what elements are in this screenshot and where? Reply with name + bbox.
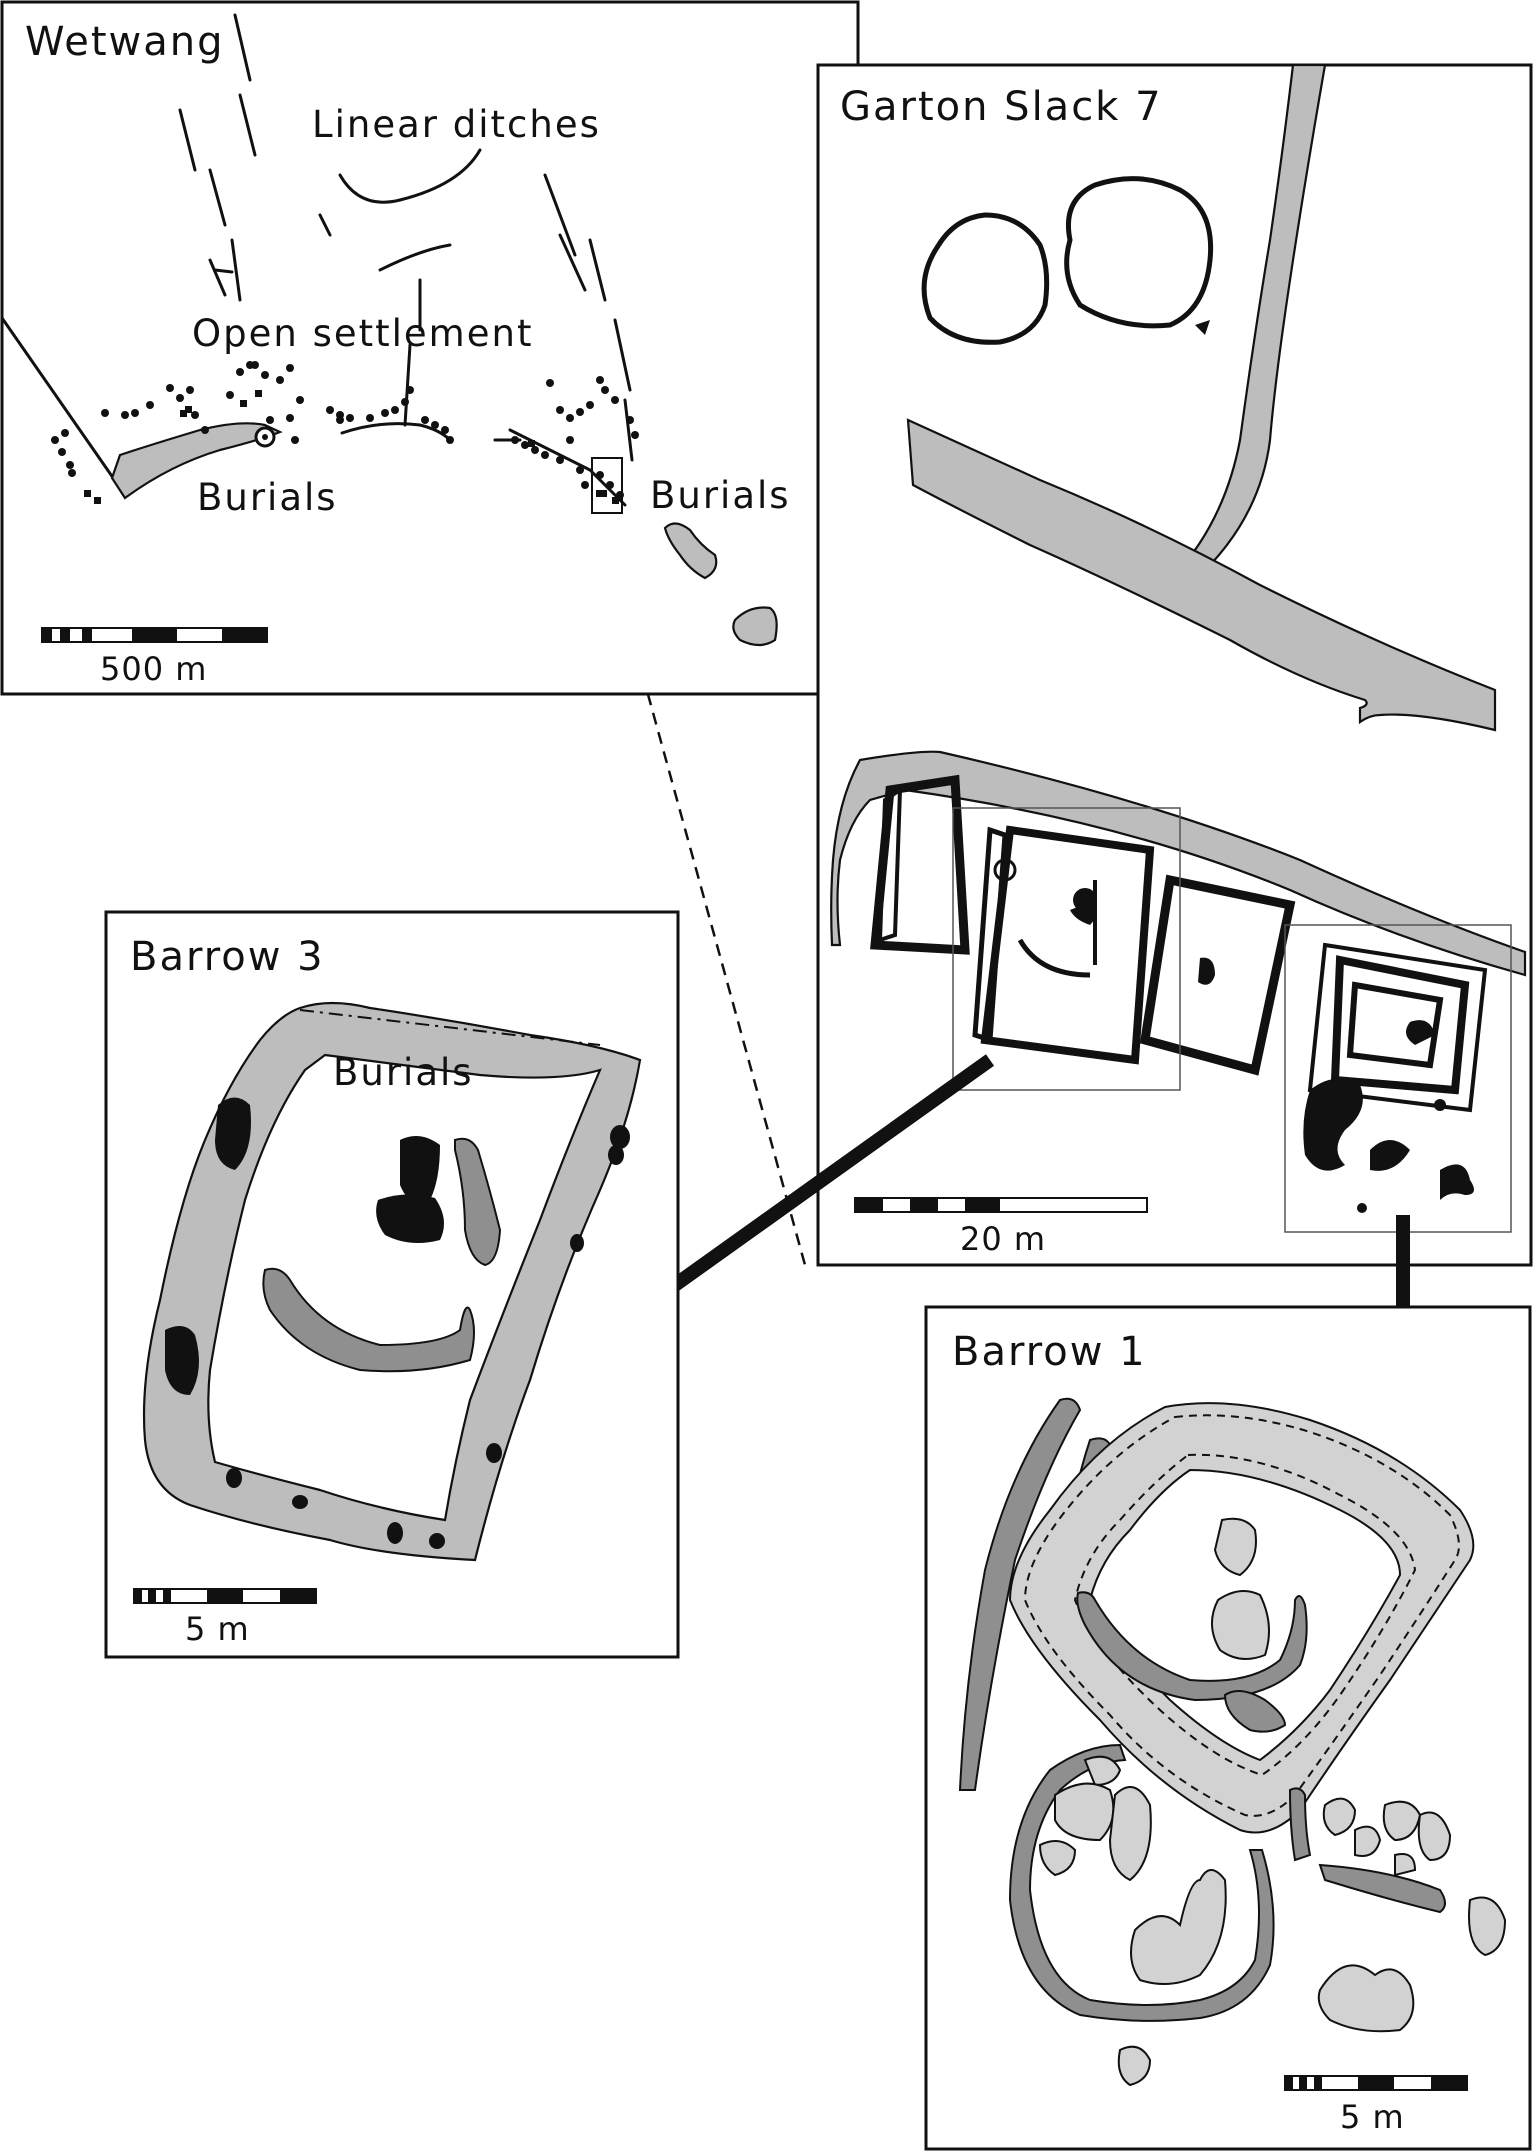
wetwang-title: Wetwang <box>25 19 224 65</box>
barrow3-scale-bar: 5 m <box>133 1588 317 1648</box>
barrow1-ditch-right-1 <box>1288 1787 1312 1862</box>
label-burials-left: Burials <box>197 476 338 519</box>
barrow1-grave-2 <box>1211 1590 1270 1660</box>
barrow3-inner-ditch-2 <box>262 1267 475 1373</box>
barrow3-title: Barrow 3 <box>130 934 325 980</box>
barrow1-inner-arc <box>1076 1591 1308 1702</box>
label-linear-ditches: Linear ditches <box>312 103 601 146</box>
wetwang-frame <box>0 0 860 696</box>
wetwang-scale-bar: 500 m <box>41 627 268 688</box>
barrow1-grave-1 <box>1213 1517 1257 1577</box>
barrow1-pits <box>1038 1755 1507 2087</box>
barrow3-label-burials: Burials <box>333 1051 474 1094</box>
barrow1-scale-label: 5 m <box>1340 2098 1405 2136</box>
roundhouse-left <box>921 212 1050 345</box>
barrow3-grave-2 <box>376 1194 444 1244</box>
wetwang-panel: Wetwang <box>0 0 860 696</box>
barrow1-panel: Barrow 1 <box>924 1305 1532 2151</box>
zoom-square <box>591 457 623 514</box>
barrow1-scale-bar: 5 m <box>1284 2075 1468 2136</box>
garton-slack-title: Garton Slack 7 <box>840 84 1163 130</box>
barrow1-ditch-arc <box>958 1397 1082 1791</box>
arrow-to-barrow3 <box>635 1054 995 1316</box>
frame-barrow3 <box>952 807 1181 1091</box>
burials-strip-left <box>110 422 283 500</box>
barrow-cluster <box>870 774 1488 1213</box>
barrow3-scale-label: 5 m <box>185 1610 250 1648</box>
barrow1-title: Barrow 1 <box>952 1329 1147 1375</box>
barrow1-ditch-right-2 <box>1318 1863 1446 1914</box>
barrow3-panel: Barrow 3 Burials 5 m <box>104 910 680 1659</box>
label-open-settlement: Open settlement <box>192 312 533 355</box>
barrow1-inner-pit <box>1223 1690 1287 1733</box>
burial-blob-2 <box>732 606 778 647</box>
barrow3-post-2 <box>165 1326 199 1395</box>
garton-slack-panel: Garton Slack 7 <box>816 63 1533 1267</box>
barrow3-grave-1 <box>400 1136 440 1203</box>
burial-blob-1 <box>663 522 718 580</box>
barrow1-dashed-inner <box>1073 1453 1417 1777</box>
settlement-squares <box>84 390 619 504</box>
barrow3-postholes <box>226 1125 630 1549</box>
label-burials-right: Burials <box>650 474 791 517</box>
barrow1-lower-ring <box>1008 1743 1275 2022</box>
ditch-diagonal <box>906 418 1497 732</box>
settlement-dots <box>51 361 639 499</box>
ditch-lower <box>830 750 1527 977</box>
barrow3-post-1 <box>215 1097 251 1170</box>
roundhouse-right <box>1064 176 1214 329</box>
barrow3-inner-ditch-1 <box>454 1137 502 1267</box>
wetwang-scale-label: 500 m <box>100 650 207 688</box>
garton-slack-scale-label: 20 m <box>960 1220 1046 1258</box>
linear-ditches <box>0 13 634 507</box>
garton-slack-scale-bar: 20 m <box>854 1197 1148 1258</box>
